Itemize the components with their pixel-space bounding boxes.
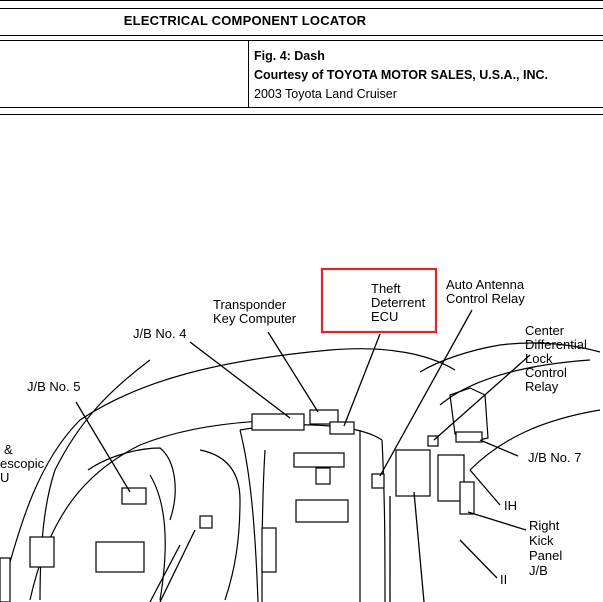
highlight-box xyxy=(320,267,438,334)
top-rule xyxy=(0,0,603,1)
caption-divider xyxy=(248,41,249,107)
label-transponder-2: Key Computer xyxy=(213,311,297,326)
figure-caption-box: Fig. 4: Dash Courtesy of TOYOTA MOTOR SA… xyxy=(0,40,603,108)
vehicle-line: 2003 Toyota Land Cruiser xyxy=(254,87,397,101)
label-tilt-2: escopic xyxy=(0,456,45,471)
label-transponder-1: Transponder xyxy=(213,297,287,312)
label-rk-4: J/B xyxy=(529,563,548,578)
components xyxy=(0,409,483,602)
label-rk-3: Panel xyxy=(529,548,562,563)
label-tilt-3: U xyxy=(0,470,9,485)
label-antenna-1: Auto Antenna xyxy=(446,277,525,292)
label-antenna-2: Control Relay xyxy=(446,291,525,306)
label-theft-3: ECU xyxy=(371,309,398,324)
label-ih: IH xyxy=(504,498,517,513)
courtesy-line: Courtesy of TOYOTA MOTOR SALES, U.S.A., … xyxy=(254,68,549,82)
leader-lines xyxy=(75,309,531,602)
label-theft-2: Deterrent xyxy=(371,295,426,310)
dash-outline xyxy=(0,342,601,602)
label-center-2: Differential xyxy=(525,337,587,352)
label-rk-1: Right xyxy=(529,518,560,533)
label-center-5: Relay xyxy=(525,379,559,394)
label-ii: II xyxy=(500,572,507,587)
caption-text: Fig. 4: Dash Courtesy of TOYOTA MOTOR SA… xyxy=(254,47,548,104)
figure-title: Fig. 4: Dash xyxy=(254,49,325,63)
label-center-3: Lock xyxy=(525,351,553,366)
page-title: ELECTRICAL COMPONENT LOCATOR xyxy=(123,13,367,28)
label-center-4: Control xyxy=(525,365,567,380)
label-jb4: J/B No. 4 xyxy=(133,326,186,341)
diagram-labels: Theft Deterrent ECU Auto Antenna Control… xyxy=(0,277,587,587)
label-jb5: J/B No. 5 xyxy=(27,379,80,394)
label-rk-2: Kick xyxy=(529,533,554,548)
label-jb7: J/B No. 7 xyxy=(528,450,581,465)
label-theft-1: Theft xyxy=(371,281,401,296)
header-band: ELECTRICAL COMPONENT LOCATOR xyxy=(0,8,603,36)
label-center-1: Center xyxy=(525,323,565,338)
caption-bottom-rule xyxy=(0,114,603,115)
label-tilt-1: & xyxy=(4,442,13,457)
